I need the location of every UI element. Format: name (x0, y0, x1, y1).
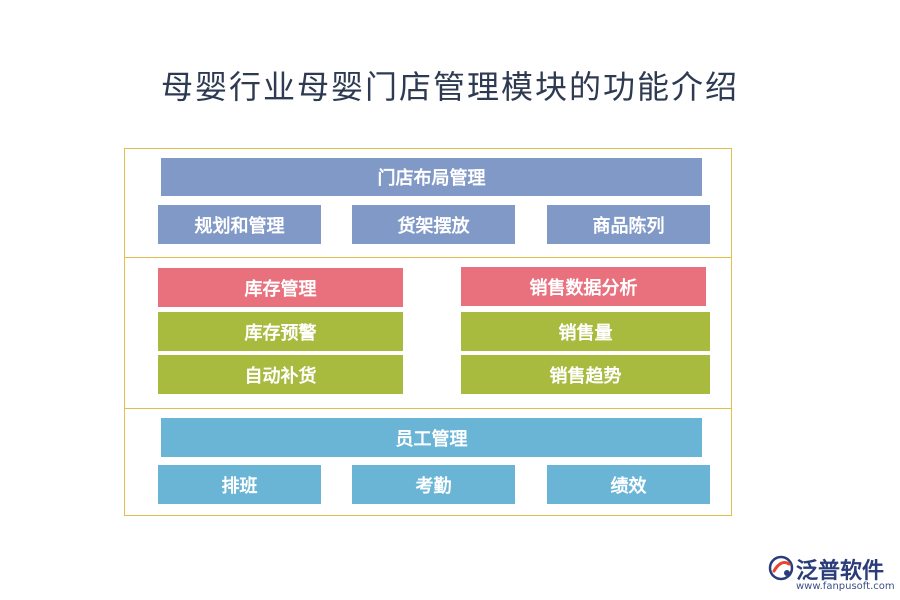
fanpu-logo-icon (768, 555, 794, 581)
page-title: 母婴行业母婴门店管理模块的功能介绍 (160, 68, 739, 106)
sales-analysis-header: 销售数据分析 (461, 267, 706, 306)
brand-name: 泛普软件 (796, 559, 885, 584)
auto-replenish-box: 自动补货 (158, 355, 403, 394)
store-layout-header: 门店布局管理 (161, 158, 702, 196)
section-divider (124, 408, 732, 409)
brand-url: www.fanpusoft.com (796, 581, 895, 592)
inventory-alert-box: 库存预警 (158, 312, 403, 351)
planning-management-box: 规划和管理 (158, 205, 321, 244)
sales-volume-box: 销售量 (461, 312, 710, 351)
attendance-box: 考勤 (352, 465, 515, 504)
scheduling-box: 排班 (158, 465, 321, 504)
performance-box: 绩效 (547, 465, 710, 504)
inventory-management-header: 库存管理 (158, 268, 403, 307)
module-frame (124, 148, 732, 516)
sales-trend-box: 销售趋势 (461, 355, 710, 394)
staff-management-header: 员工管理 (161, 418, 702, 457)
product-display-box: 商品陈列 (547, 205, 710, 244)
shelf-placement-box: 货架摆放 (352, 205, 515, 244)
brand-logo: 泛普软件 www.fanpusoft.com (768, 553, 895, 595)
section-divider (124, 257, 732, 258)
